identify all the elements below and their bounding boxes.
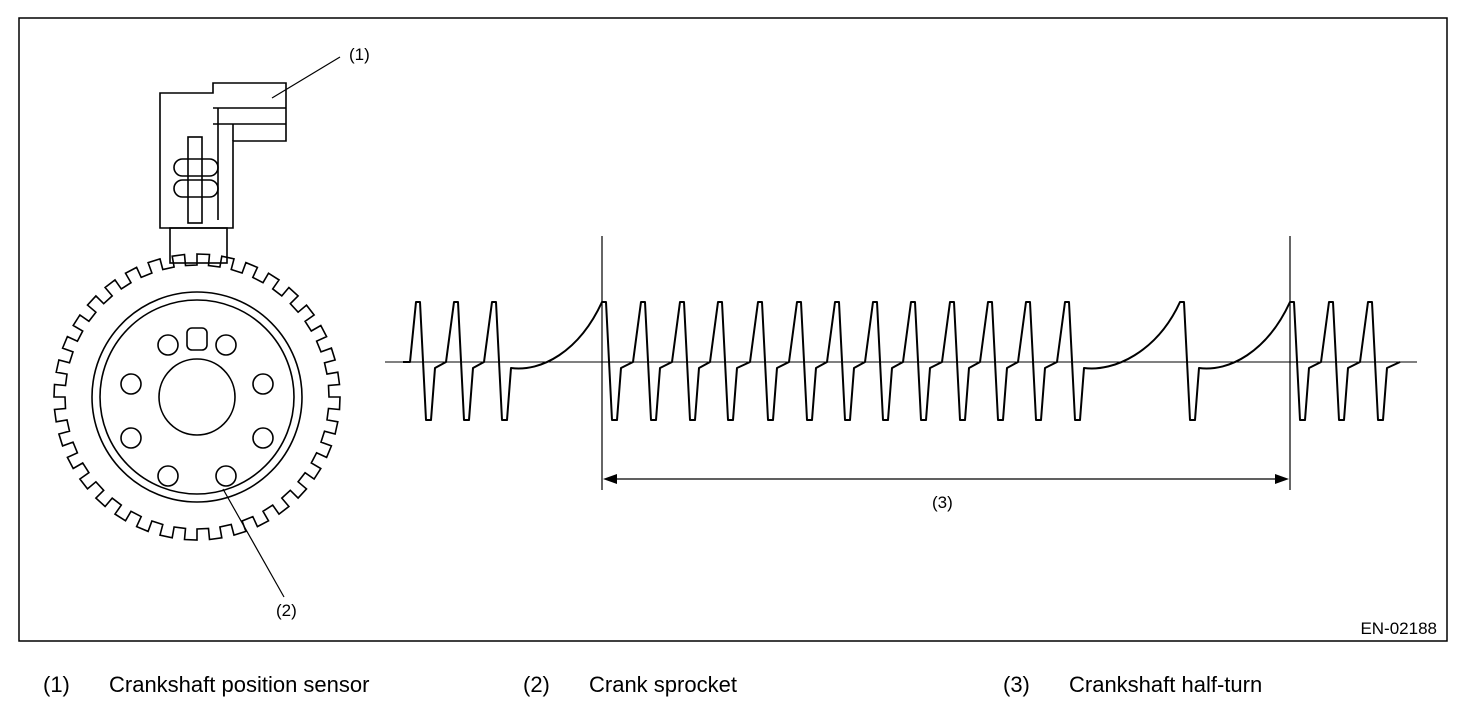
callout-1: (1) — [349, 45, 370, 64]
legend-text: Crank sprocket — [589, 672, 737, 697]
legend-number: (1) — [43, 672, 70, 697]
crank-sprocket — [53, 253, 341, 541]
legend-item-half-turn: (3) Crankshaft half-turn — [1003, 672, 1262, 698]
callout-2: (2) — [276, 601, 297, 620]
sprocket-tooth-ring — [53, 253, 341, 541]
legend-number: (3) — [1003, 672, 1030, 697]
legend-item-sensor: (1) Crankshaft position sensor — [43, 672, 369, 698]
half-turn-dimension-arrow — [603, 474, 1289, 484]
legend-text: Crankshaft position sensor — [109, 672, 370, 697]
figure-frame — [18, 17, 1448, 642]
legend-item-sprocket: (2) Crank sprocket — [523, 672, 737, 698]
legend-number: (2) — [523, 672, 550, 697]
figure-id: EN-02188 — [1360, 619, 1437, 638]
diagram-figure: (1) (2) (3) EN-02188 — [18, 17, 1448, 642]
leader-line-1 — [271, 56, 341, 99]
leader-line-2 — [222, 488, 285, 598]
legend-text: Crankshaft half-turn — [1069, 672, 1263, 697]
callout-3: (3) — [932, 493, 953, 512]
crank-signal-waveform — [403, 301, 1401, 421]
legend: (1) Crankshaft position sensor (2) Crank… — [0, 664, 1472, 708]
crankshaft-position-sensor — [159, 82, 287, 264]
